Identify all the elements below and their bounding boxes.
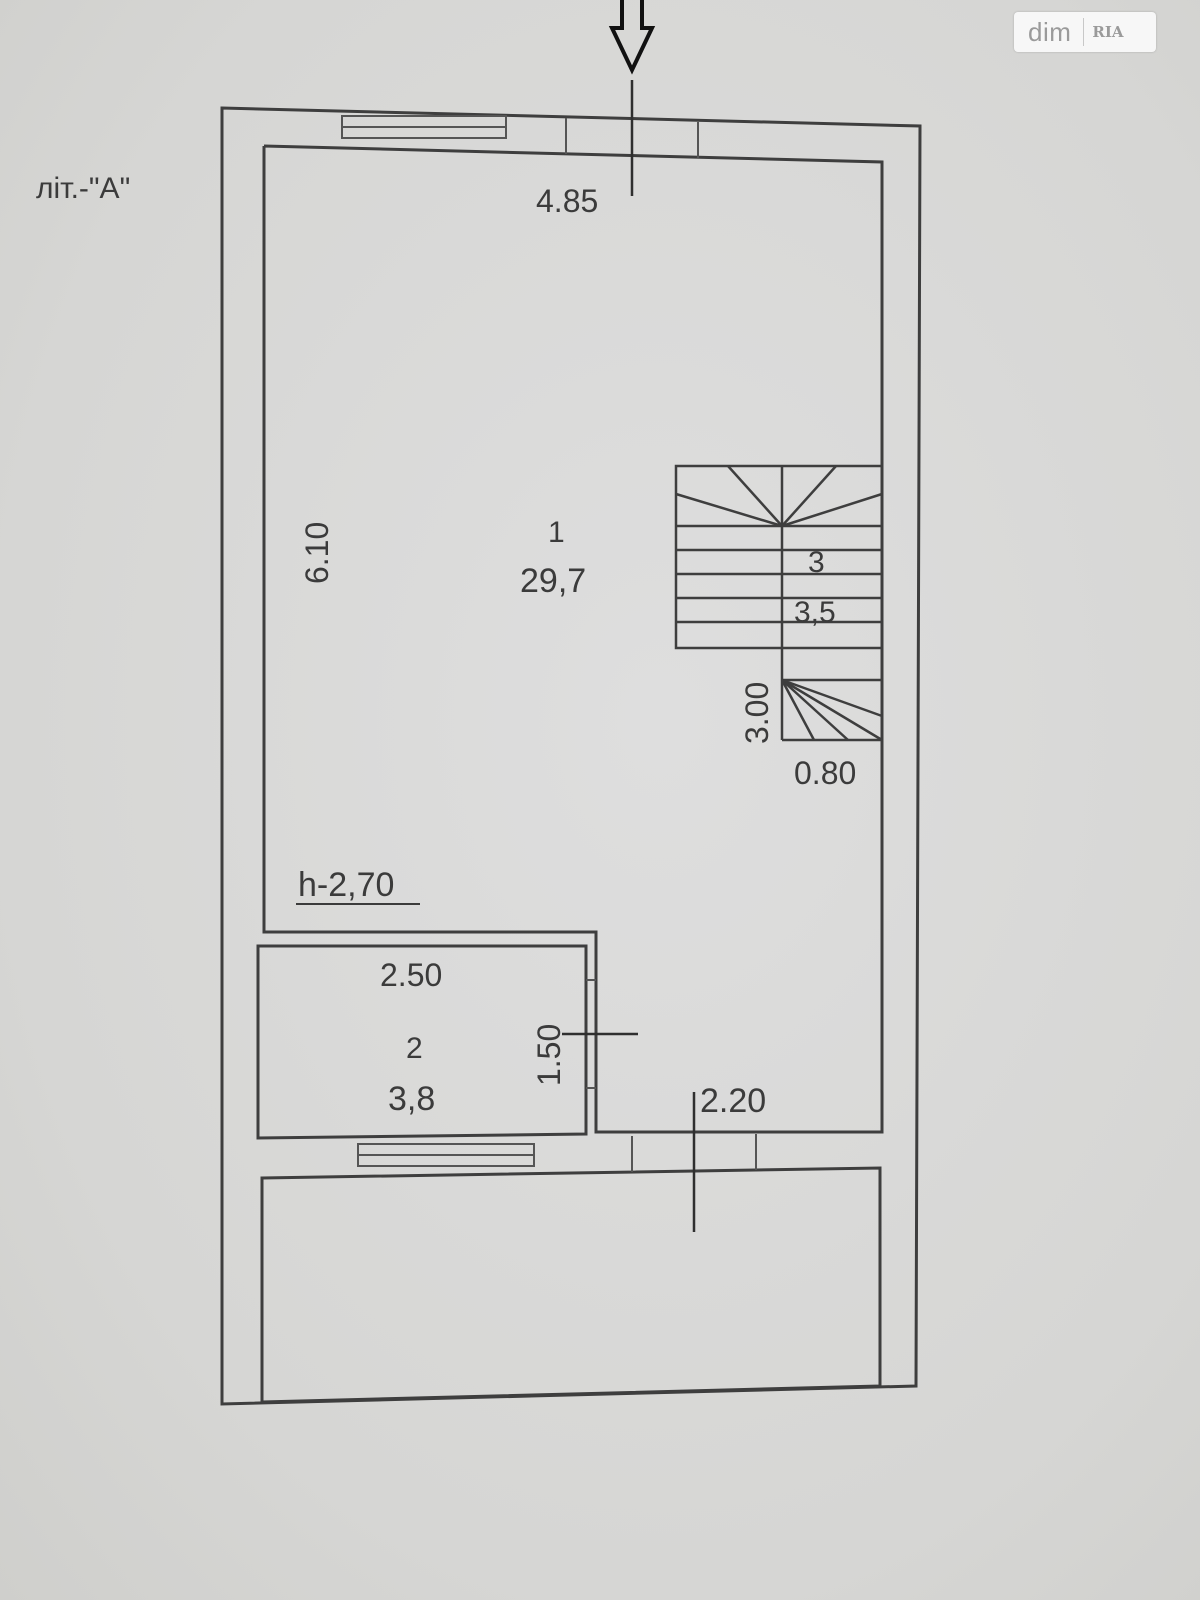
room-1-area: 29,7 <box>520 562 586 600</box>
entrance-arrow-icon <box>608 0 656 75</box>
room-3-number: 3 <box>808 546 825 579</box>
ceiling-height-label: h-2,70 <box>298 866 394 904</box>
watermark-logo: dim RIA <box>1014 12 1156 52</box>
room-1-inner-wall <box>262 144 884 1134</box>
dim-top-width: 4.85 <box>536 183 598 219</box>
dim-room2-depth: 1.50 <box>531 1024 567 1086</box>
watermark-brand-secondary: RIA <box>1092 23 1124 41</box>
dim-stair-length: 3.00 <box>739 682 775 744</box>
dim-stair-width: 0.80 <box>794 755 856 791</box>
dim-left-height: 6.10 <box>299 522 335 584</box>
watermark-divider <box>1083 18 1085 46</box>
room-2-number: 2 <box>406 1032 423 1065</box>
dim-bottom-right: 2.20 <box>700 1082 766 1120</box>
room-2-wall <box>256 944 588 1140</box>
outer-wall <box>220 106 922 1406</box>
room-1-number: 1 <box>548 516 565 549</box>
watermark-brand: dim <box>1028 16 1072 47</box>
building-letter-label: літ.-"А" <box>36 172 130 205</box>
room-3-area: 3,5 <box>794 596 836 629</box>
lower-annex-wall <box>260 1166 882 1404</box>
room-2-area: 3,8 <box>388 1080 435 1118</box>
dim-room2-width: 2.50 <box>380 957 442 993</box>
staircase <box>674 464 884 742</box>
